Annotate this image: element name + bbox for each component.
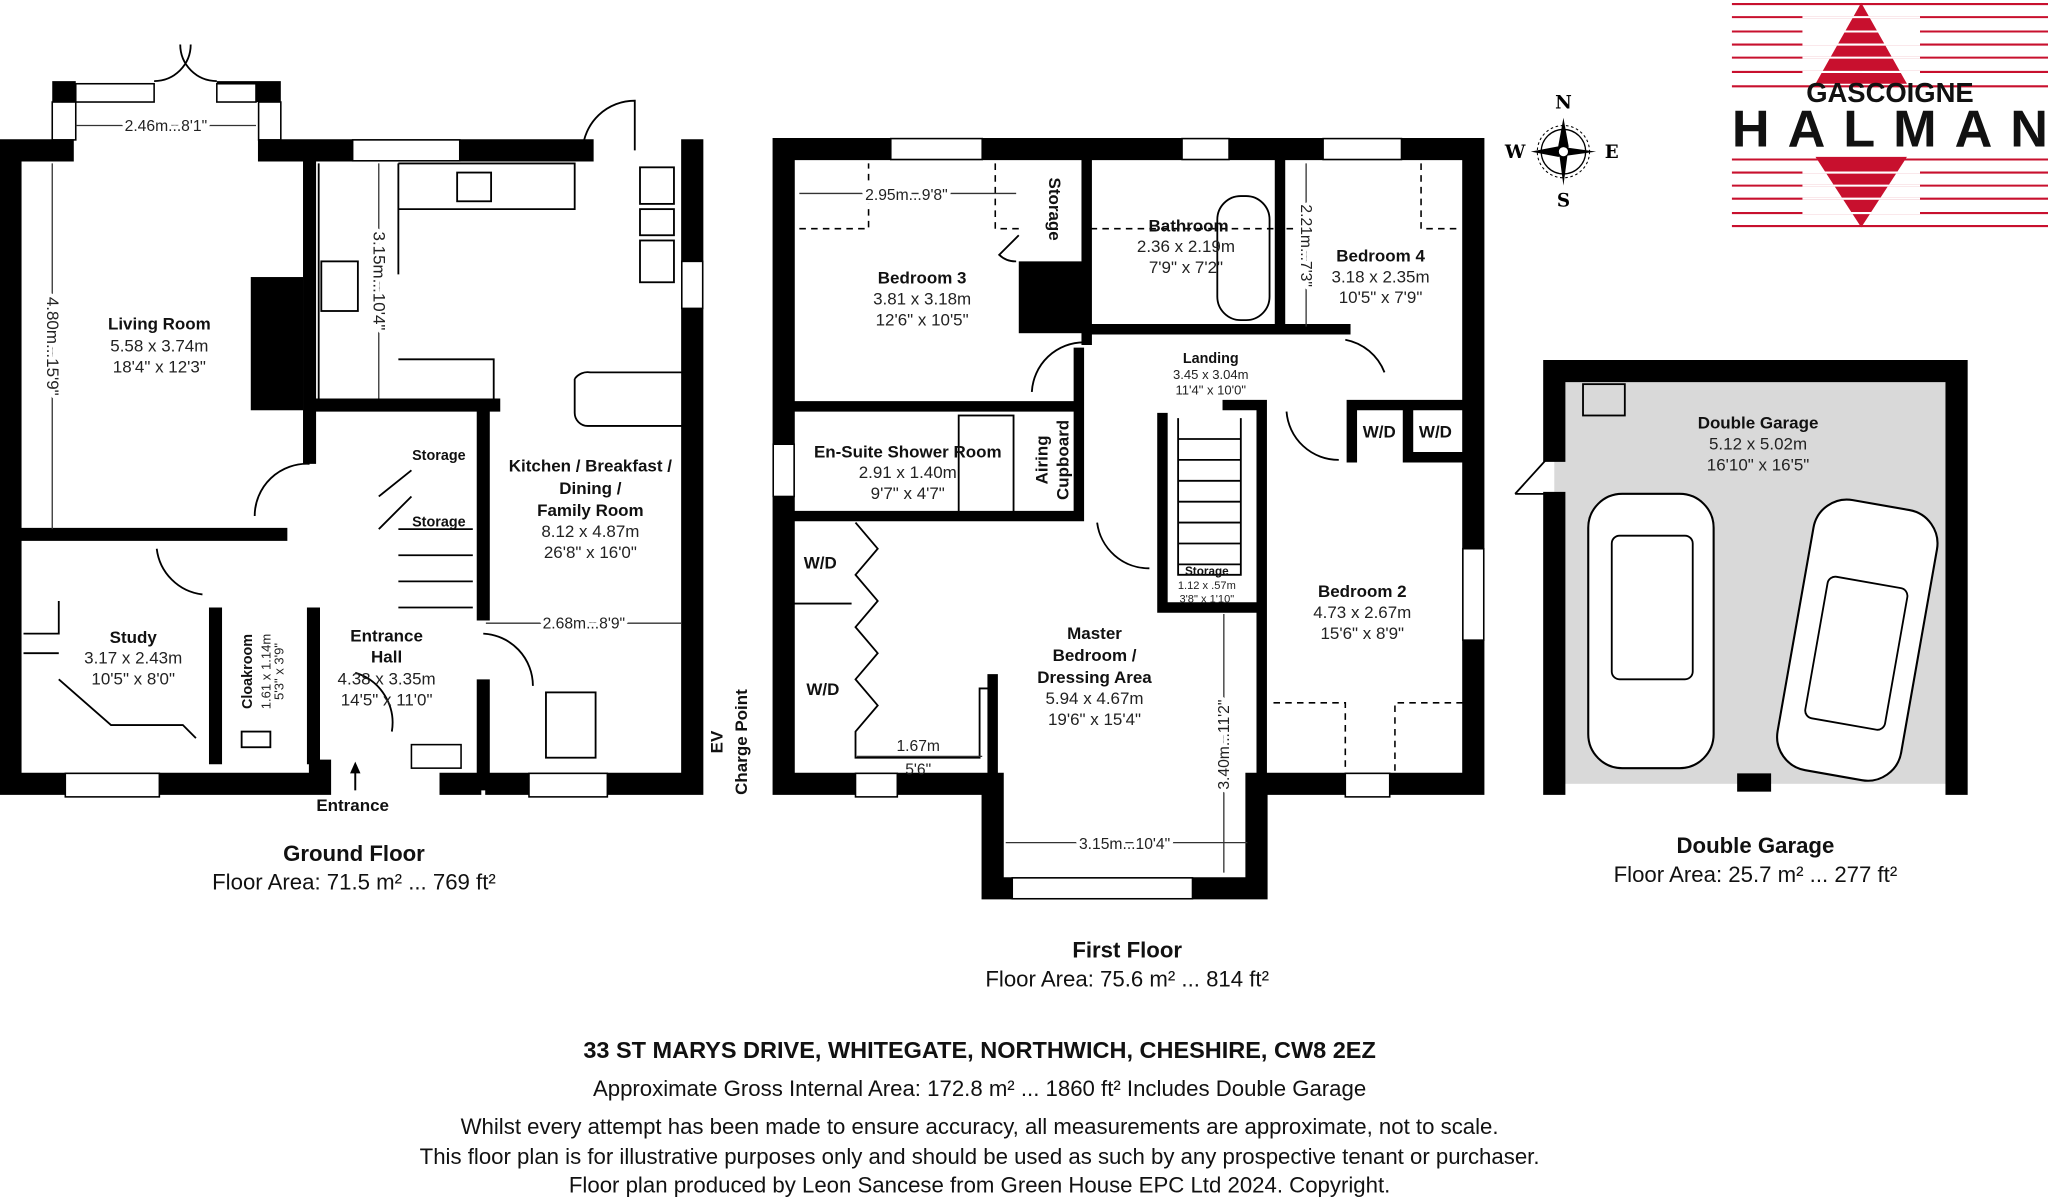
first-floor-area: Floor Area: 75.6 m² ... 814 ft² [985,966,1269,991]
airing-cupboard-label: Airing [1033,435,1052,484]
kitchen-imperial: 26'8" x 16'0" [544,543,637,562]
property-address: 33 ST MARYS DRIVE, WHITEGATE, NORTHWICH,… [583,1037,1376,1063]
hall-name: Entrance [350,626,423,645]
car-icon [1776,498,1939,782]
bedroom2-metric: 4.73 x 2.67m [1313,603,1411,622]
kitchen-name: Family Room [537,501,644,520]
master-bedroom-metric: 5.94 x 4.67m [1045,689,1143,708]
cloakroom-name: Cloakroom [240,634,256,709]
small-storage-name: Storage [1185,565,1229,578]
garage-imperial: 16'10" x 16'5" [1707,455,1810,474]
living-room-imperial: 18'4" x 12'3" [113,357,206,376]
ensuite-metric: 2.91 x 1.40m [859,463,957,482]
disclaimer-line: Whilst every attempt has been made to en… [461,1114,1499,1139]
bathroom-metric: 2.36 x 2.19m [1137,237,1235,256]
bedroom4-imperial: 10'5" x 7'9" [1339,288,1423,307]
compass-west: W [1504,142,1526,163]
bedroom4-dimension: 2.21m...7'3" [1297,204,1314,287]
ev-label: Charge Point [732,689,751,795]
logo-line1: GASCOIGNE [1806,77,1974,108]
bedroom2-name: Bedroom 2 [1318,582,1407,601]
bedroom3-name: Bedroom 3 [878,269,967,288]
living-height-dimension: 4.80m...15'9" [43,297,62,396]
master-bedroom-name: Master [1067,624,1122,643]
master-bedroom-name: Dressing Area [1037,668,1152,687]
study-metric: 3.17 x 2.43m [84,649,182,668]
bedroom4-name: Bedroom 4 [1336,246,1425,265]
living-room-name: Living Room [108,314,211,333]
landing-metric: 3.45 x 3.04m [1173,367,1249,382]
bedroom2-imperial: 15'6" x 8'9" [1320,624,1404,643]
airing-cupboard-label: Cupboard [1053,420,1072,500]
master-bedroom-name: Bedroom / [1053,646,1137,665]
master-depth-dimension: 3.40m...11'2" [1216,700,1233,790]
hall-imperial: 14'5" x 11'0" [341,690,433,709]
bedroom3-metric: 3.81 x 3.18m [873,289,971,308]
entrance-label: Entrance [316,796,389,815]
ground-floor-title: Ground Floor [283,841,425,866]
small-storage-metric: 1.12 x .57m [1178,580,1236,592]
first-floor-title: First Floor [1072,938,1182,963]
bathroom-name: Bathroom [1149,216,1229,235]
ground-floor-plan [0,44,704,798]
ensuite-name: En-Suite Shower Room [814,442,1002,461]
car-icon [1587,492,1715,770]
compass-icon: N S W E [1504,93,1619,212]
garage-title: Double Garage [1677,833,1835,858]
cloakroom-imperial: 5'3" x 3'9" [271,643,286,700]
disclaimer-line: This floor plan is for illustrative purp… [420,1144,1540,1169]
gascoigne-halman-logo: GASCOIGNE HALMAN [1732,2,2048,228]
first-floor-plan [772,137,1485,900]
bay-width-dimension: 2.46m...8'1" [125,118,208,135]
ground-floor-area: Floor Area: 71.5 m² ... 769 ft² [212,870,496,895]
dressing-dim-imperial: 5'6" [905,762,931,779]
wardrobe-label: W/D [1363,423,1396,442]
master-width-dimension: 3.15m...10'4" [1079,836,1170,853]
kitchen-width-dimension: 2.68m...8'9" [543,615,626,632]
kitchen-name: Kitchen / Breakfast / [509,457,672,476]
living-room-metric: 5.58 x 3.74m [110,336,208,355]
storage-label: Storage [412,515,465,531]
gross-area: Approximate Gross Internal Area: 172.8 m… [593,1076,1366,1101]
garage-metric: 5.12 x 5.02m [1709,434,1807,453]
hall-name: Hall [371,647,402,666]
compass-south: S [1557,191,1570,212]
landing-name: Landing [1183,351,1239,367]
kitchen-name: Dining / [559,479,621,498]
dressing-dim-metric: 1.67m [896,738,940,755]
garage-plan [1514,359,1968,795]
ensuite-imperial: 9'7" x 4'7" [871,484,945,503]
bedroom4-metric: 3.18 x 2.35m [1332,267,1430,286]
bedroom3-imperial: 12'6" x 10'5" [876,310,969,329]
landing-imperial: 11'4" x 10'0" [1175,383,1246,398]
wardrobe-label: W/D [804,553,837,572]
wardrobe-label: W/D [806,680,839,699]
kitchen-metric: 8.12 x 4.87m [541,522,639,541]
garage-name: Double Garage [1698,414,1819,433]
bedroom3-dimension: 2.95m...9'8" [865,187,948,204]
compass-east: E [1605,142,1619,163]
garage-area: Floor Area: 25.7 m² ... 277 ft² [1614,862,1898,887]
small-storage-imperial: 3'8" x 1'10" [1180,593,1235,605]
kitchen-dimension: 3.15m...10'4" [370,232,389,331]
storage-label: Storage [1045,178,1064,241]
cloakroom-metric: 1.61 x 1.14m [258,634,273,710]
master-bedroom-imperial: 19'6" x 15'4" [1048,710,1141,729]
hall-metric: 4.38 x 3.35m [338,670,436,689]
wardrobe-label: W/D [1419,423,1452,442]
compass-north: N [1555,93,1572,114]
logo-line2: HALMAN [1732,100,2048,158]
bathroom-imperial: 7'9" x 7'2" [1149,258,1223,277]
study-imperial: 10'5" x 8'0" [91,670,175,689]
ev-label: EV [707,730,726,753]
storage-label: Storage [412,448,465,464]
disclaimer-line: Floor plan produced by Leon Sancese from… [569,1173,1390,1198]
study-name: Study [110,628,158,647]
